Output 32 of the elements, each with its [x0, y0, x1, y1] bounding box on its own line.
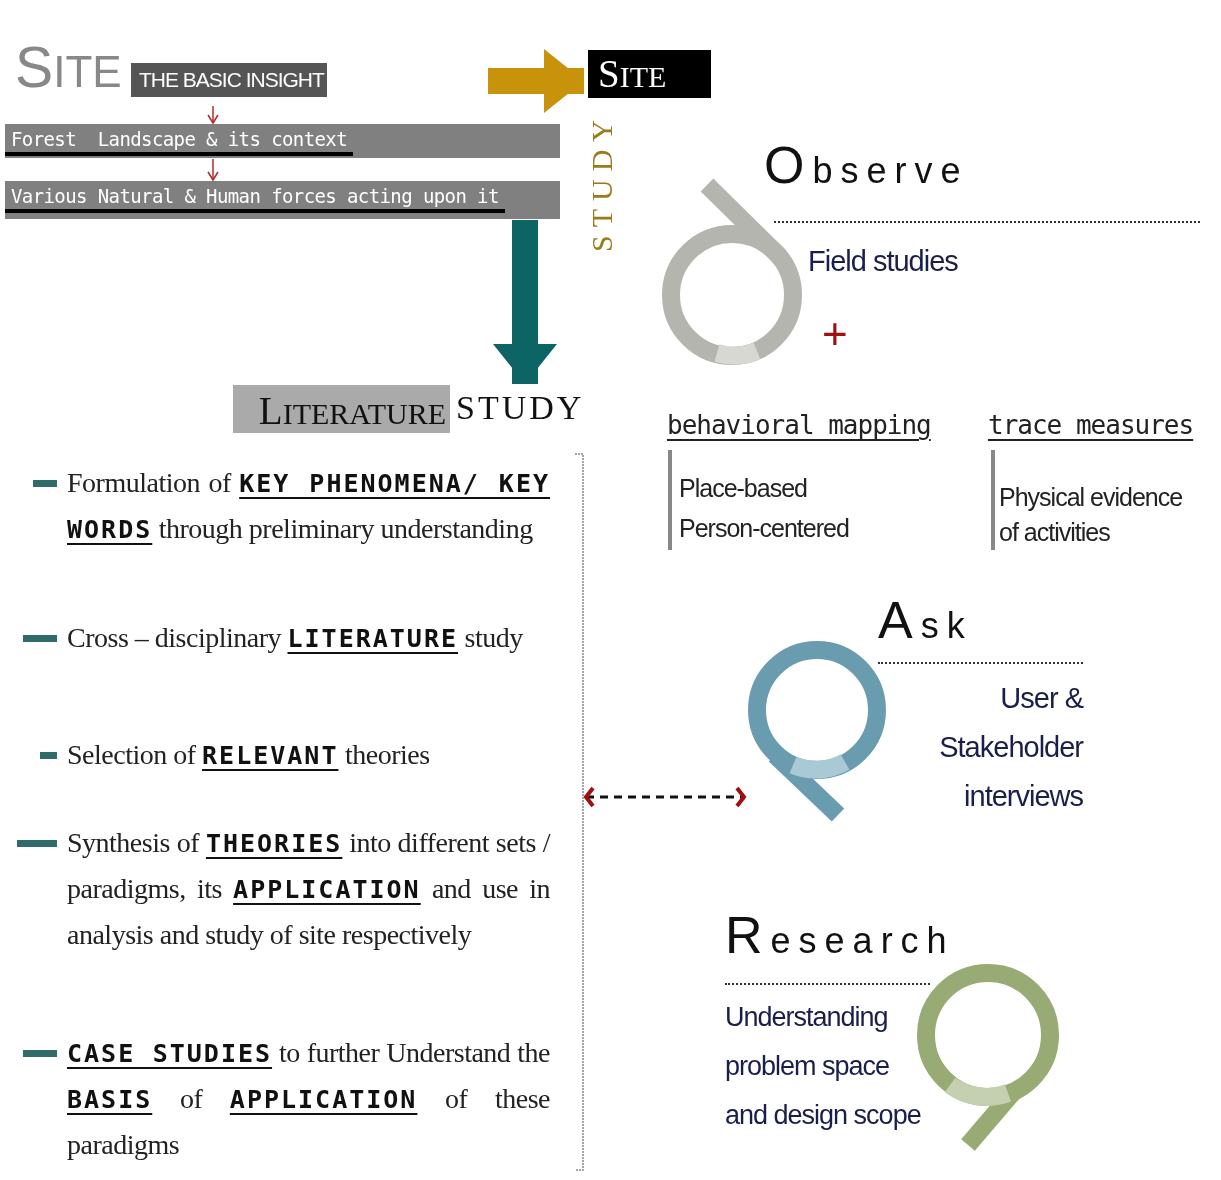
heading-text: Observe	[764, 135, 969, 195]
banner-text: Forest Landscape & its context	[5, 126, 353, 156]
title-text: SITE	[15, 34, 122, 101]
heading-text: Ask	[878, 590, 973, 650]
label-box: THE BASIC INSIGHT	[131, 63, 327, 97]
banner-bar	[5, 181, 560, 219]
body-text: Field studies	[808, 244, 958, 279]
banner-text: Various Natural & Human forces acting upon it	[5, 183, 505, 213]
list-item-text: Synthesis of THEORIES into different sets / paradigms, its APPLICATION and use in analysis and study of site respectively	[67, 826, 550, 952]
list-item-text: Cross – disciplinary LITERATURE study	[67, 621, 524, 655]
arrow	[207, 158, 219, 181]
body-text: Understanding problem space and design scope	[725, 1001, 922, 1132]
label-box: SITE	[588, 50, 711, 98]
body-text: Place-based	[679, 474, 807, 503]
body-text: User & Stakeholder interviews	[938, 681, 1083, 814]
vertical-label: STUDY	[585, 112, 619, 252]
list-item-text: CASE STUDIES to further Understand the BASIS of APPLICATION of these paradigms	[67, 1036, 550, 1162]
plus-sign: +	[822, 310, 848, 358]
arrow	[207, 105, 219, 124]
list-item-text: Selection of RELEVANT theories	[67, 738, 431, 772]
heading-text: Research	[725, 905, 955, 965]
arrow	[493, 220, 557, 384]
banner-bar	[5, 124, 560, 158]
arrow	[584, 786, 746, 808]
subheading-text: trace measures	[988, 410, 1194, 440]
subheading-text: behavioral mapping	[667, 410, 931, 440]
heading-text: STUDY	[456, 389, 585, 427]
arrow	[488, 49, 584, 113]
body-text: Physical evidence of activities	[999, 482, 1184, 548]
heading-box: LITERATURE	[233, 385, 450, 433]
body-text: Person-centered	[679, 514, 849, 543]
list-item-text: Formulation of KEY PHENOMENA/ KEY WORDS through preliminary understanding	[67, 466, 550, 546]
